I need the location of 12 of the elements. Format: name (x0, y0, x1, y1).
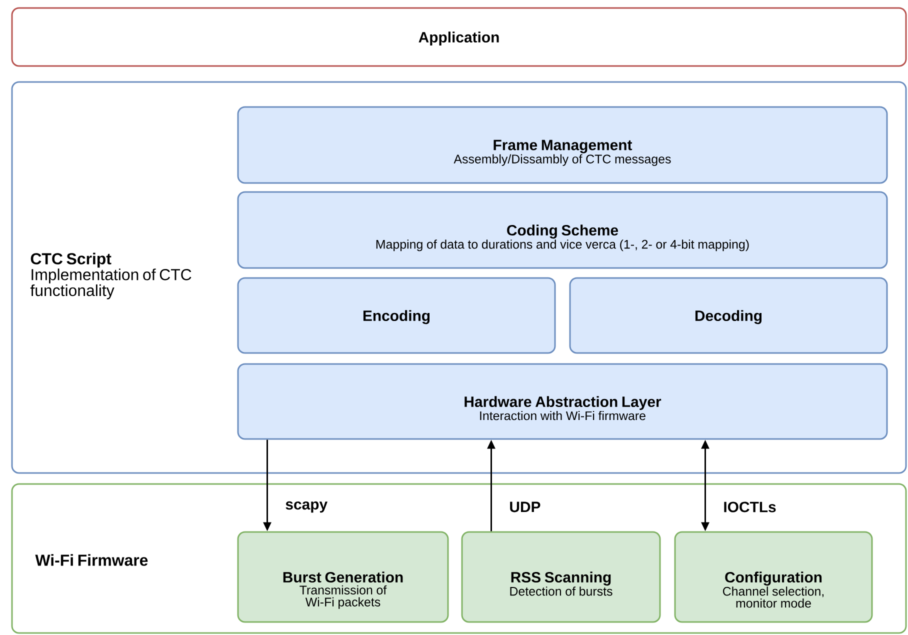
module-box: Configuration Channel selection, monitor mode (674, 531, 873, 623)
module-box: Encoding (237, 277, 556, 354)
edge-label: scapy (284, 500, 329, 514)
module-box: Burst Generation Transmission of Wi-Fi packets (237, 531, 449, 623)
edge-label: UDP (508, 500, 542, 514)
module-box: Hardware Abstraction Layer Interaction with Wi-Fi firmware (237, 363, 888, 440)
layer-box: Application (11, 7, 907, 67)
module-box: Coding Scheme Mapping of data to durations and vice verca (1-, 2- or 4-bit mapping) (237, 191, 888, 269)
module-box: RSS Scanning Detection of bursts (461, 531, 661, 623)
module-box: Frame Management Assembly/Dissambly of CTC messages (237, 106, 888, 184)
edge-label: IOCTLs (722, 500, 778, 514)
module-box: Decoding (569, 277, 888, 354)
